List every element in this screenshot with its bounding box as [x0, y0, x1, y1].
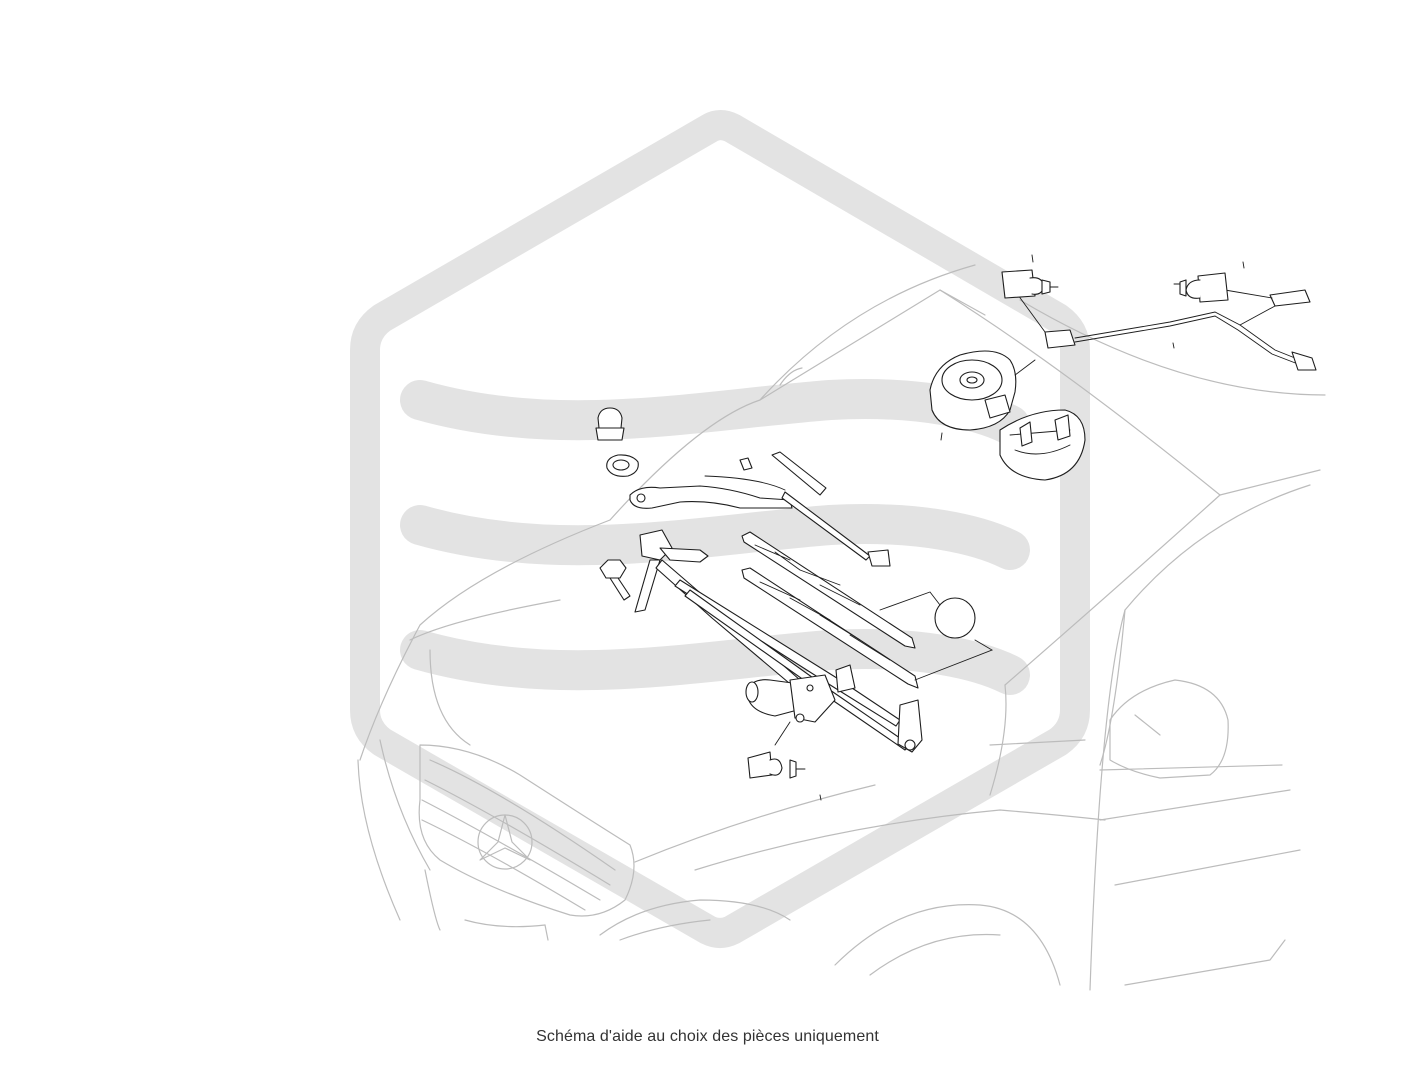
- wiper-system-diagram: [350, 110, 1326, 991]
- bolt-part-icon: [599, 559, 631, 601]
- connector-part-icon: [1173, 272, 1229, 303]
- wiper-motor-part-icon: [745, 674, 836, 723]
- cap-nut-part-icon: [595, 407, 625, 441]
- sensor-bracket-part-icon: [999, 409, 1086, 481]
- wiper-parts: [595, 254, 1317, 801]
- wiring-harness-part-icon: [1017, 289, 1317, 371]
- wiper-linkage-part-icon: [634, 529, 923, 753]
- vehicle-outline: [357, 264, 1326, 991]
- brand-logo-watermark-icon: [350, 110, 1090, 948]
- wiper-blade-part-icon: [741, 567, 919, 689]
- connector-part-icon: [1001, 269, 1059, 299]
- wiper-arm-part-icon: [629, 451, 891, 567]
- diagram-caption: Schéma d'aide au choix des pièces unique…: [536, 1028, 879, 1045]
- connector-part-icon: [747, 721, 806, 779]
- rain-sensor-part-icon: [929, 350, 1036, 431]
- cover-plate-part-icon: [879, 591, 994, 681]
- wiper-blade-part-icon: [741, 531, 916, 649]
- washer-part-icon: [606, 454, 639, 477]
